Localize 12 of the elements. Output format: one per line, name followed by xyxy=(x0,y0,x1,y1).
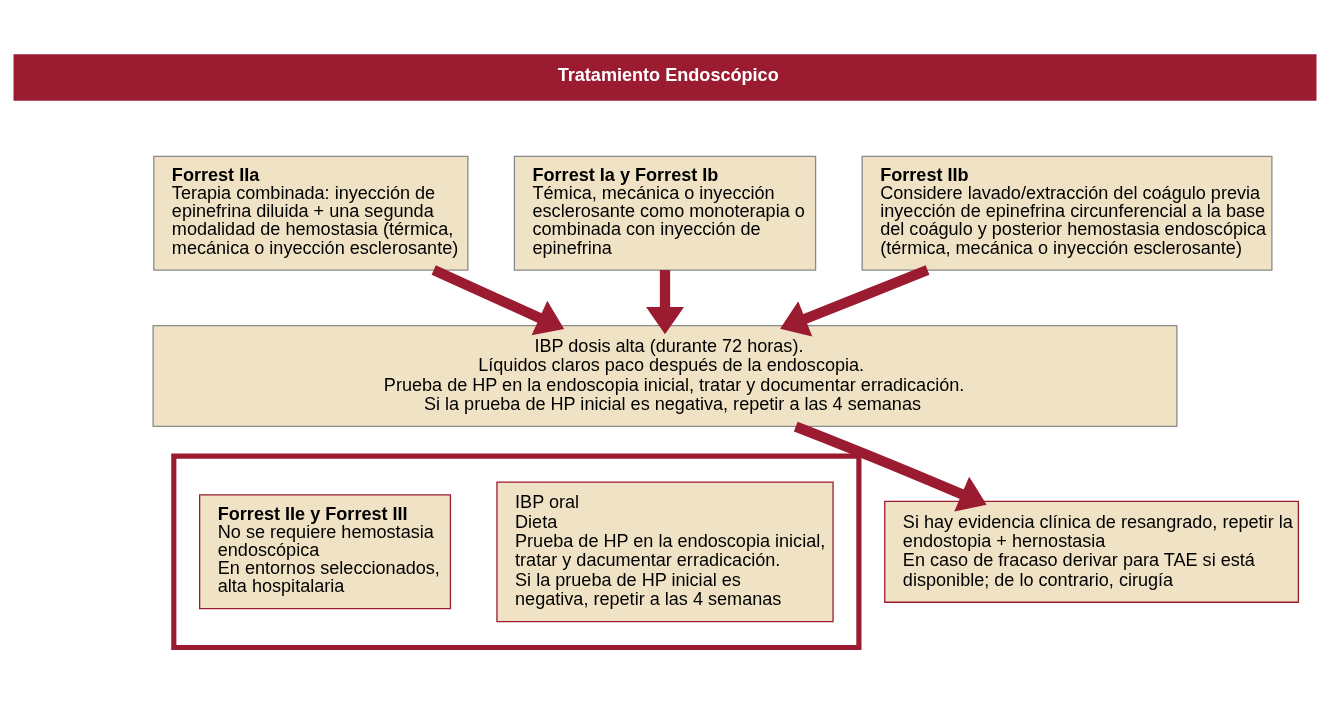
node-box: IBP dosis alta (durante 72 horas). Líquidos claros paco después de la endoscopia. Prueba de HP en la endoscopia inicial, tratar y documentar erradicación. Si la prueba de HP inicial es negativa, repetir a las 4 semanas xyxy=(152,324,1178,427)
node-box: Forrest IIb Considere lavado/extracción del coágulo previa inyección de epinefrina circunferencial a la base del coágulo y posterior hemostasia endoscópica (térmica, mecánica o inyección esclerosante) xyxy=(861,155,1273,271)
node-box: Forrest Ia y Forrest Ib Témica, mecánica o inyección esclerosante como monoterapia o combinada con inyección de epinefrina xyxy=(513,155,817,271)
cluster xyxy=(171,453,862,650)
arrow xyxy=(646,269,684,334)
node-box: Tratamiento Endoscópico xyxy=(13,53,1317,101)
node-box: Si hay evidencia clínica de resangrado, repetir la endostopia + hernostasia En caso de fracaso derivar para TAE si está disponible; de lo contrario, cirugía xyxy=(884,500,1300,603)
node-box: IBP oral Dieta Prueba de HP en la endoscopia inicial, tratar y dacumentar erradicación. Si la prueba de HP inicial es negativa, repetir a las 4 semanas xyxy=(496,480,834,622)
arrow xyxy=(431,264,565,335)
arrow xyxy=(780,264,930,336)
node-box: Forrest IIe y Forrest III No se requiere hemostasia endoscópica En entornos seleccionados, alta hospitalaria xyxy=(199,493,452,609)
node-box: Forrest IIa Terapia combinada: inyección de epinefrina diluida + una segunda modalidad de hemostasia (térmica, mecánica o inyección esclerosante) xyxy=(153,155,469,271)
